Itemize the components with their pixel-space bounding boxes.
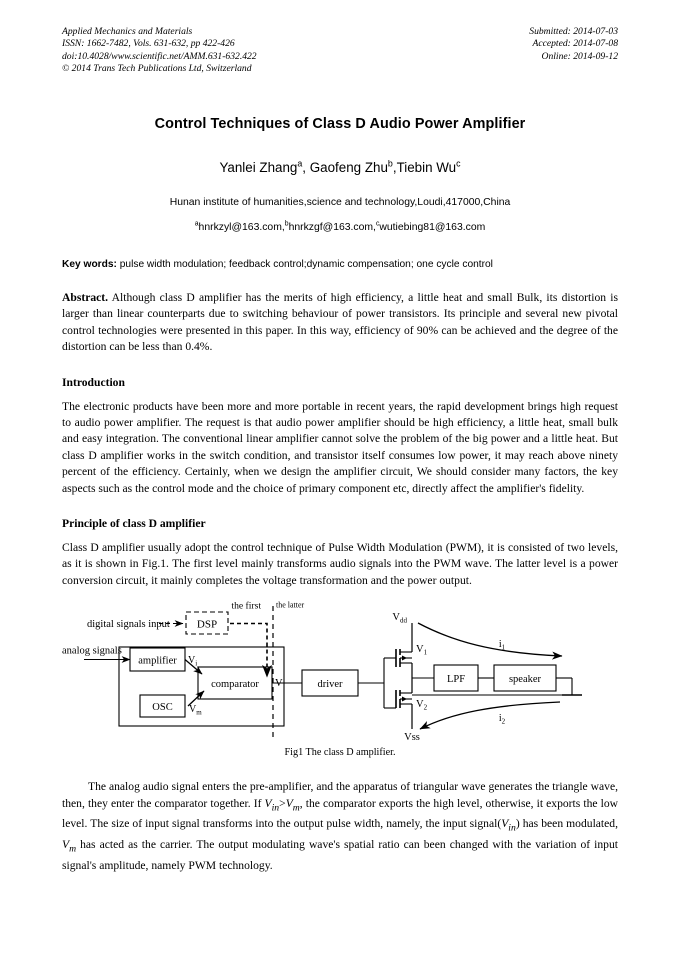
i2-current-arc xyxy=(419,701,561,730)
vi-signal-arrow xyxy=(184,659,203,675)
lp-vin-1: Vin xyxy=(264,796,280,813)
osc-label: OSC xyxy=(152,702,172,713)
online-date: Online: 2014-09-12 xyxy=(541,50,618,62)
i1-label: i1 xyxy=(499,639,506,652)
journal-issn: ISSN: 1662-7482, Vols. 631-632, pp 422-4… xyxy=(62,38,235,50)
first-level-enclosure xyxy=(118,646,285,727)
lp-vin-2: Vin xyxy=(501,817,516,834)
vm-signal-arrow xyxy=(187,690,205,707)
vm-label: Vm xyxy=(189,704,202,717)
section-heading-introduction: Introduction xyxy=(62,375,125,389)
author-2-name: Gaofeng Zhu xyxy=(309,160,388,175)
keywords-label: Key words: xyxy=(62,259,117,270)
lp-part-1: The analog audio signal enters the pre-a… xyxy=(62,780,618,810)
email-a-marker: a xyxy=(194,220,199,228)
speaker-label: speaker xyxy=(509,674,542,685)
abstract-label: Abstract. xyxy=(62,291,109,304)
accepted-date: Accepted: 2014-07-08 xyxy=(532,38,618,50)
introduction-paragraph: The electronic products have been more a… xyxy=(62,399,618,495)
dsp-label: DSP xyxy=(197,619,217,631)
lp-part-4: has acted as the carrier. The output mod… xyxy=(62,838,618,872)
v1-label: V1 xyxy=(416,644,428,657)
amplifier-label: amplifier xyxy=(138,656,177,667)
affiliation: Hunan institute of humanities,science an… xyxy=(169,197,511,208)
email-b-marker: b xyxy=(284,220,289,228)
lp-vm-1: Vm xyxy=(285,796,300,813)
journal-name: Applied Mechanics and Materials xyxy=(62,26,193,37)
digital-signals-input-label: digital signals input xyxy=(87,619,170,630)
v2-label: V2 xyxy=(416,699,428,712)
v-node-label: V xyxy=(275,678,283,689)
osc-block xyxy=(139,694,186,718)
author-separator-1: , xyxy=(302,160,310,175)
lp-part-3: ) has been modulated, xyxy=(515,817,618,831)
author-1-affil-marker: a xyxy=(297,158,303,169)
vss-label: Vss xyxy=(404,732,420,743)
journal-copyright: © 2014 Trans Tech Publications Ltd, Swit… xyxy=(62,63,252,75)
submitted-date: Submitted: 2014-07-03 xyxy=(529,26,618,37)
author-1-name: Yanlei Zhang xyxy=(219,160,298,175)
lp-vm-2: Vm xyxy=(62,838,77,855)
author-list: Yanlei Zhanga, Gaofeng Zhub,Tiebin Wuc xyxy=(62,158,618,175)
page-content: Applied Mechanics and Materials ISSN: 16… xyxy=(62,26,618,874)
email-b: hnrkzgf@163.com, xyxy=(288,222,376,233)
comparator-label: comparator xyxy=(211,679,259,690)
keywords-text: pulse width modulation; feedback control… xyxy=(116,259,493,270)
email-c: wutiebing81@163.com xyxy=(379,222,486,233)
principle-paragraph: Class D amplifier usually adopt the cont… xyxy=(62,541,618,587)
author-emails: ahnrkzyl@163.com,bhnrkzgf@163.com,cwutie… xyxy=(62,220,618,233)
the-latter-label: the latter xyxy=(276,601,305,610)
journal-doi: doi:10.4028/www.scientific.net/AMM.631-6… xyxy=(62,50,257,62)
section-heading-principle: Principle of class D amplifier xyxy=(62,517,206,531)
vi-label: Vi xyxy=(188,655,197,668)
i1-current-arc xyxy=(417,622,563,660)
journal-identifiers: Applied Mechanics and Materials ISSN: 16… xyxy=(62,26,257,76)
email-a: hnrkzyl@163.com, xyxy=(198,222,285,233)
dsp-to-output-path xyxy=(230,622,272,678)
keywords-line: Key words: pulse width modulation; feedb… xyxy=(62,259,618,270)
lpf-label: LPF xyxy=(447,674,465,685)
vdd-label: Vdd xyxy=(392,612,407,625)
dsp-block xyxy=(185,611,229,635)
lp-gt: > xyxy=(279,796,286,810)
last-paragraph: The analog audio signal enters the pre-a… xyxy=(62,779,618,874)
the-first-label: the first xyxy=(231,601,261,612)
figure-1: DSP digital signals input the first the … xyxy=(62,601,618,769)
i2-label: i2 xyxy=(499,713,506,726)
analog-signals-label: analog signals xyxy=(62,646,122,657)
figure-caption: Fig1 The class D amplifier. xyxy=(284,747,396,759)
author-3-name: Tiebin Wu xyxy=(396,160,457,175)
submission-dates: Submitted: 2014-07-03 Accepted: 2014-07-… xyxy=(529,26,618,63)
class-d-amplifier-diagram: DSP digital signals input the first the … xyxy=(62,601,582,743)
page-title: Control Techniques of Class D Audio Powe… xyxy=(154,116,526,132)
author-3-affil-marker: c xyxy=(456,158,461,169)
author-separator-2: , xyxy=(392,160,397,175)
abstract-text: Although class D amplifier has the merit… xyxy=(62,291,618,354)
journal-header: Applied Mechanics and Materials ISSN: 16… xyxy=(62,26,618,82)
lp-part-2: , the comparator exports the high level,… xyxy=(62,796,619,831)
abstract: Abstract. Although class D amplifier has… xyxy=(62,290,618,356)
driver-label: driver xyxy=(317,679,343,690)
author-2-affil-marker: b xyxy=(387,158,393,169)
email-c-marker: c xyxy=(375,220,380,228)
